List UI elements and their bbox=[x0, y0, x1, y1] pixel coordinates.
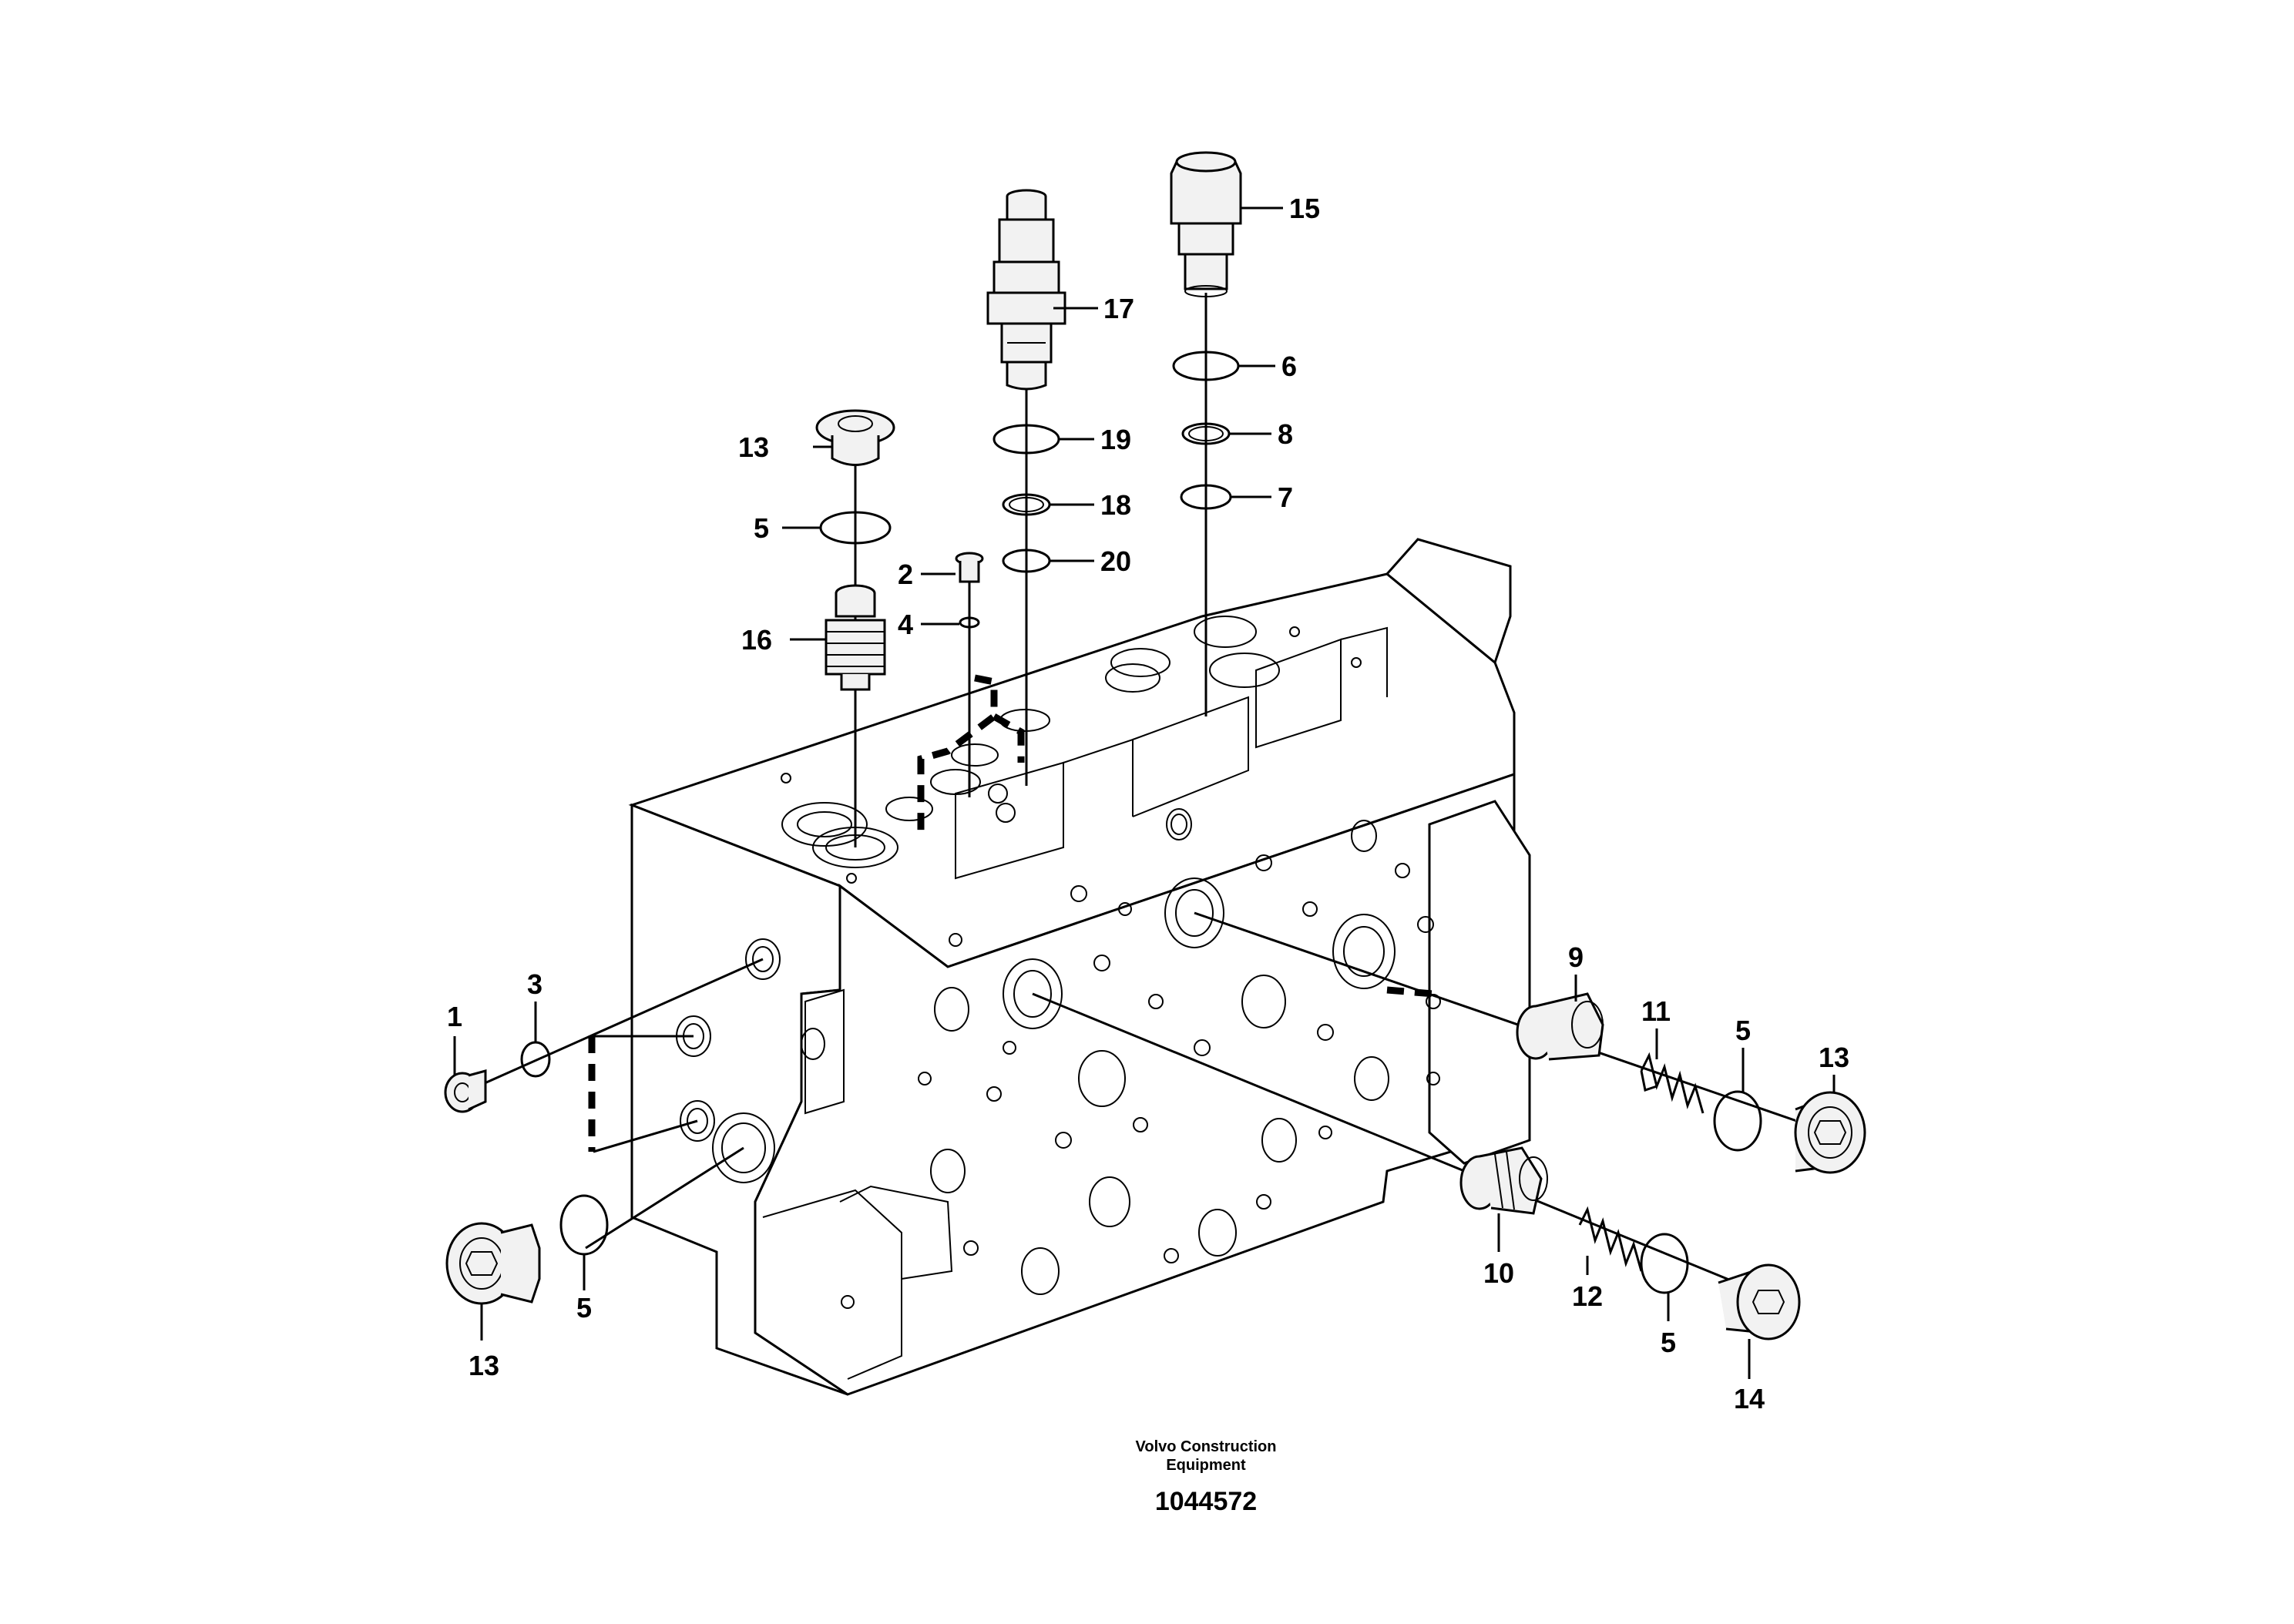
oring-5-right-lower bbox=[1640, 1233, 1689, 1294]
callout-20: 20 bbox=[1100, 545, 1131, 577]
callout-13-top: 13 bbox=[738, 431, 769, 463]
callout-labels: 13 5 16 2 4 17 19 18 20 15 6 8 7 1 3 13 … bbox=[447, 193, 1849, 1414]
relief-valve-17 bbox=[986, 189, 1066, 391]
callout-17: 17 bbox=[1103, 293, 1134, 324]
callout-5-top: 5 bbox=[754, 512, 769, 544]
callout-leaders bbox=[453, 206, 1836, 1379]
valve-block bbox=[628, 538, 1531, 1396]
sleeve-10 bbox=[1459, 1146, 1548, 1215]
credit-line-2: Equipment bbox=[1166, 1457, 1246, 1474]
callout-5-right-upper: 5 bbox=[1735, 1015, 1751, 1046]
callout-1: 1 bbox=[447, 1001, 462, 1032]
plug-13-top bbox=[815, 409, 895, 466]
callout-19: 19 bbox=[1100, 424, 1131, 455]
assembly-lines bbox=[477, 293, 1831, 1296]
drawing-number: 1044572 bbox=[1155, 1487, 1257, 1516]
callout-18: 18 bbox=[1100, 489, 1131, 521]
callout-16: 16 bbox=[741, 624, 772, 656]
callout-13-left: 13 bbox=[469, 1350, 499, 1381]
callout-15: 15 bbox=[1289, 193, 1320, 224]
plug-13-left bbox=[445, 1222, 541, 1305]
spring-12 bbox=[1578, 1206, 1643, 1272]
sleeve-9 bbox=[1516, 992, 1604, 1061]
callout-2: 2 bbox=[898, 559, 913, 590]
callout-11: 11 bbox=[1641, 995, 1671, 1027]
plug-13-right bbox=[1794, 1091, 1866, 1174]
callout-4: 4 bbox=[898, 609, 913, 640]
callout-13-right: 13 bbox=[1819, 1042, 1849, 1073]
callout-6: 6 bbox=[1281, 351, 1297, 382]
callout-9: 9 bbox=[1568, 941, 1584, 973]
parts bbox=[444, 151, 1866, 1340]
credit-line-1: Volvo Construction bbox=[1136, 1438, 1277, 1455]
callout-5-right-lower: 5 bbox=[1661, 1327, 1676, 1358]
plug-1 bbox=[444, 1069, 487, 1113]
callout-8: 8 bbox=[1278, 418, 1293, 450]
spring-11 bbox=[1640, 1052, 1705, 1114]
oring-4 bbox=[959, 616, 980, 629]
plug-2 bbox=[955, 552, 984, 583]
callout-3: 3 bbox=[527, 968, 542, 1000]
valve-15 bbox=[1170, 151, 1242, 297]
callout-12: 12 bbox=[1572, 1280, 1603, 1312]
oring-5-right-upper bbox=[1713, 1090, 1762, 1152]
oring-5-left bbox=[559, 1194, 609, 1256]
callout-10: 10 bbox=[1483, 1257, 1514, 1289]
callout-7: 7 bbox=[1278, 481, 1293, 513]
credit-block: Volvo Construction Equipment 1044572 bbox=[1136, 1438, 1277, 1516]
callout-5-left: 5 bbox=[576, 1292, 592, 1324]
plug-14 bbox=[1718, 1263, 1801, 1340]
callout-14: 14 bbox=[1734, 1383, 1765, 1414]
poppet-16 bbox=[825, 584, 886, 691]
